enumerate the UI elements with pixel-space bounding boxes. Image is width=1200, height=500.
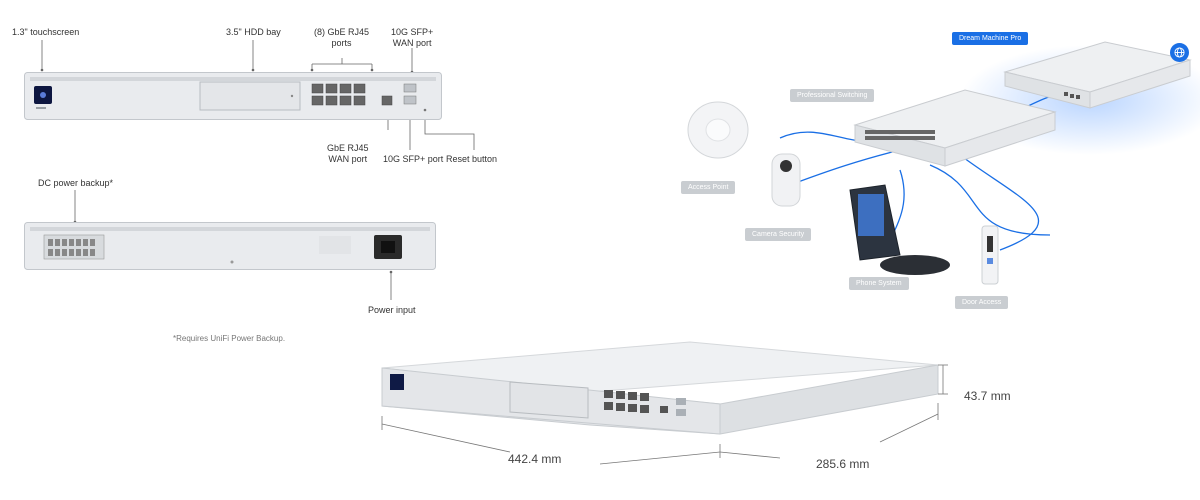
rear-panel-device bbox=[24, 222, 436, 270]
camera-security-tag: Camera Security bbox=[745, 228, 812, 241]
reset-button bbox=[423, 108, 427, 112]
device-3d-render bbox=[381, 341, 948, 465]
door-access-device bbox=[981, 225, 999, 285]
professional-switching-tag: Professional Switching bbox=[790, 89, 875, 102]
dream-machine-pro-tag: Dream Machine Pro bbox=[952, 32, 1029, 45]
depth-dimension: 285.6 mm bbox=[816, 457, 870, 471]
height-dimension: 43.7 mm bbox=[964, 389, 1011, 403]
phone-system-tag: Phone System bbox=[849, 277, 909, 290]
rj45-port-grid bbox=[311, 83, 366, 106]
rj45-ports-label: (8) GbE RJ45 ports bbox=[314, 27, 370, 48]
professional-switch-device bbox=[853, 89, 1057, 167]
reset-button-label: Reset button bbox=[446, 154, 498, 164]
phone-system-device bbox=[849, 184, 950, 275]
power-input-label: Power input bbox=[368, 305, 416, 315]
width-dimension: 442.4 mm bbox=[508, 452, 562, 466]
sfp-wan-label: 10G SFP+ WAN port bbox=[391, 27, 434, 48]
rj45-wan-label: GbE RJ45 WAN port bbox=[327, 143, 369, 164]
sfp-wan-port bbox=[403, 83, 417, 93]
network-graphic bbox=[687, 41, 1200, 285]
door-access-tag: Door Access bbox=[955, 296, 1009, 309]
footnote: *Requires UniFi Power Backup. bbox=[173, 334, 286, 343]
sfp-port-label: 10G SFP+ port bbox=[383, 154, 444, 164]
access-point-device bbox=[687, 101, 749, 159]
dc-backup-label: DC power backup* bbox=[38, 178, 114, 188]
hdd-bay bbox=[199, 81, 301, 111]
dream-machine-pro-device bbox=[1003, 41, 1192, 109]
touchscreen-label: 1.3" touchscreen bbox=[12, 27, 80, 37]
hdd-bay-label: 3.5" HDD bay bbox=[226, 27, 281, 37]
rj45-wan-port bbox=[381, 95, 393, 106]
camera-device bbox=[771, 153, 801, 207]
globe-icon bbox=[1170, 43, 1189, 62]
sfp-port bbox=[403, 95, 417, 105]
front-panel-device bbox=[24, 72, 442, 120]
access-point-tag: Access Point bbox=[681, 181, 736, 194]
